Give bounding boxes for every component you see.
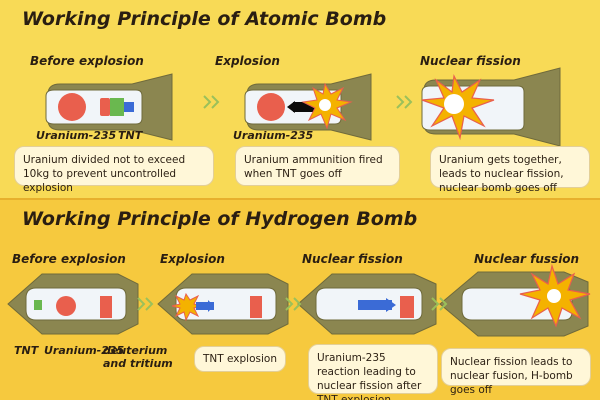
atomic-arrow-1 [203,95,220,109]
atomic-bomb-fission [421,67,561,147]
atomic-before-label: Before explosion [30,54,144,68]
atomic-before-note: Uranium divided not to exceed 10kg to pr… [14,146,214,194]
hydrogen-before-label: Before explosion [12,252,126,266]
hydrogen-fussion-note: Nuclear fission leads to nuclear fusion,… [441,348,591,396]
atomic-fission-label: Nuclear fission [420,54,521,68]
hydrogen-arrow-1 [137,297,154,311]
hydrogen-tnt-label: TNT [14,344,39,357]
hydrogen-arrow-2 [285,297,302,311]
hydrogen-bomb-fission [297,273,437,335]
hydrogen-uranium-label: Uranium-235 [44,344,125,357]
hydrogen-title: Working Principle of Hydrogen Bomb [22,208,418,230]
atomic-uranium-explosion-label: Uranium-235 [233,129,314,142]
atomic-arrow-block [293,102,323,112]
hydrogen-explosion-label: Explosion [160,252,225,266]
hydrogen-fission-label: Nuclear fission [302,252,403,266]
hydrogen-bomb-before [7,273,139,335]
hydrogen-deuterium-label: deuterium and tritium [103,344,173,370]
hydrogen-bomb-fussion [439,263,591,337]
atomic-blue-nozzle [124,102,134,112]
hydrogen-arrow-3 [431,297,448,311]
atomic-bomb-explosion [244,73,372,141]
atomic-tnt-label: TNT [118,129,143,142]
hydrogen-bomb-explosion [157,273,289,335]
atomic-uranium-ball [58,93,86,121]
atomic-uranium-label: Uranium-235 [36,129,117,142]
atomic-fission-note: Uranium gets together, leads to nuclear … [430,146,590,194]
hydrogen-explosion-note: TNT explosion [194,346,286,372]
atomic-red-block [100,98,110,116]
atomic-tnt-block [110,98,124,116]
atomic-explosion-label: Explosion [215,54,280,68]
atomic-bomb-before [45,73,173,141]
atomic-explosion-note: Uranium ammunition fired when TNT goes o… [235,146,400,186]
hydrogen-fission-note: Uranium-235 reaction leading to nuclear … [308,344,438,400]
hydrogen-fussion-label: Nuclear fussion [474,252,580,266]
atomic-title: Working Principle of Atomic Bomb [22,8,387,30]
atomic-arrow-2 [396,95,413,109]
